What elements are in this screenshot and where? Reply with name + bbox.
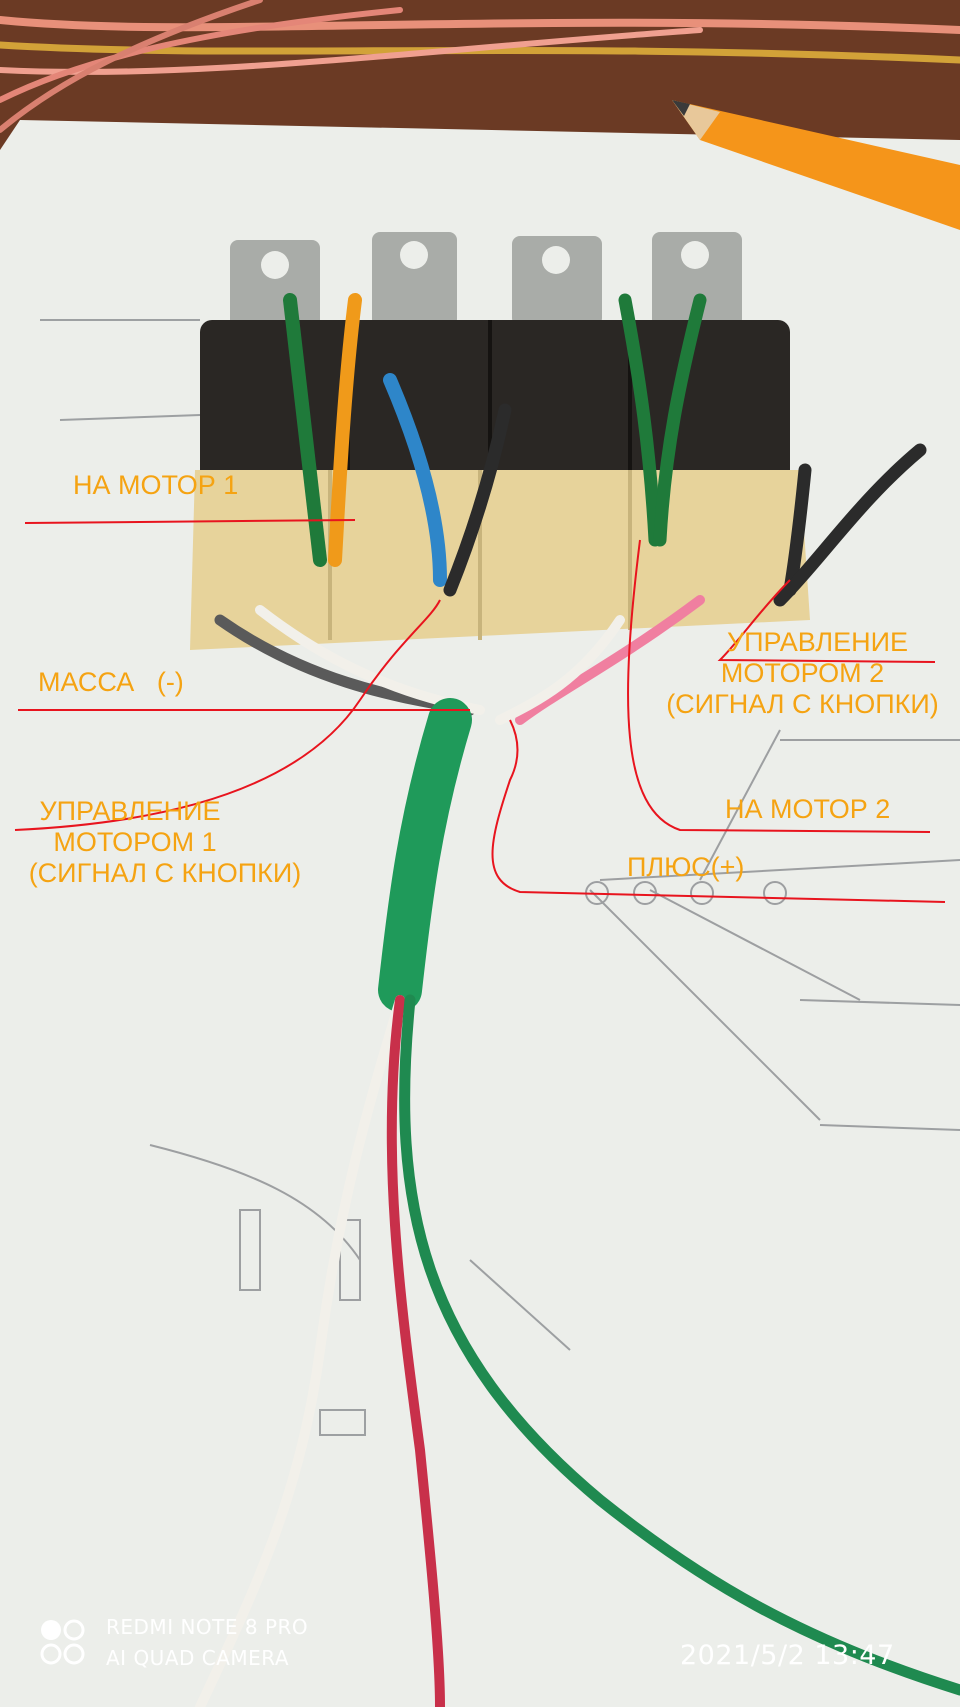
line-ctrl2 (717, 579, 936, 663)
line-motor2 (627, 539, 931, 833)
label-ctrl1: УПРАВЛЕНИЕ МОТОРОМ 1 (СИГНАЛ С КНОПКИ) (5, 796, 325, 889)
label-mass: МАССА (-) (38, 667, 184, 697)
watermark-camera: AI QUAD CAMERA (106, 1646, 290, 1670)
harness-wires (195, 293, 960, 1707)
label-ctrl1-line3: (СИГНАЛ С КНОПКИ) (28, 858, 302, 889)
label-ctrl1-line2: МОТОРОМ 1 (53, 827, 217, 858)
label-ctrl2-line3: (СИГНАЛ С КНОПКИ) (666, 689, 939, 720)
label-ctrl2: УПРАВЛЕНИЕ МОТОРОМ 2 (СИГНАЛ С КНОПКИ) (645, 627, 960, 720)
label-plus: ПЛЮС(+) (627, 852, 745, 882)
pencil-sketch (40, 319, 960, 1436)
top-wires (0, 0, 960, 133)
watermark-model: REDMI NOTE 8 PRO (106, 1615, 309, 1639)
label-ctrl2-line1: УПРАВЛЕНИЕ (726, 627, 909, 657)
line-plus (491, 719, 946, 903)
line-ctrl1 (14, 599, 441, 831)
line-motor1 (24, 519, 356, 524)
label-motor1: НА МОТОР 1 (73, 470, 239, 500)
annotation-lines (14, 519, 946, 903)
camera-logo-icon (40, 1619, 85, 1665)
pencil (672, 100, 960, 230)
label-motor2: НА МОТОР 2 (725, 794, 891, 824)
watermark-datetime: 2021/5/2 13:47 (680, 1640, 895, 1671)
label-ctrl2-line2: МОТОРОМ 2 (720, 658, 885, 689)
label-ctrl1-line1: УПРАВЛЕНИЕ (39, 796, 221, 826)
